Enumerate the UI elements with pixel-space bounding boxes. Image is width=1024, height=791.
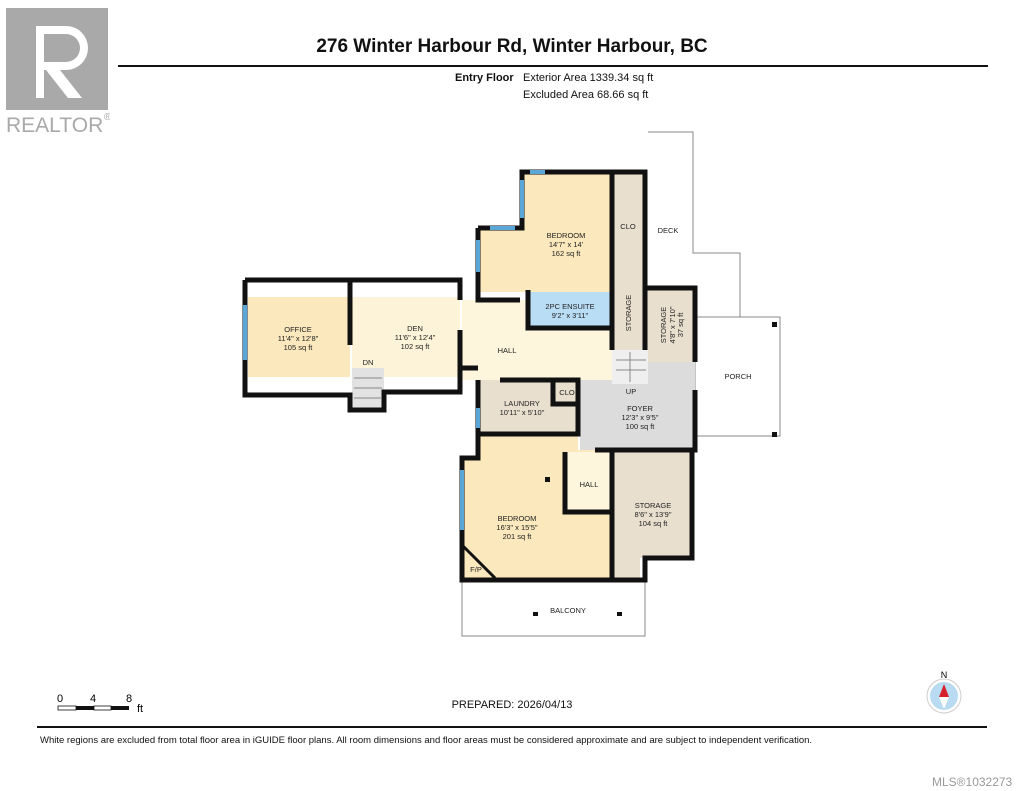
clo-small-label: CLO <box>559 388 575 397</box>
office-label: OFFICE <box>284 325 312 334</box>
storage-small-room <box>645 288 695 362</box>
fireplace-label: F/P <box>470 565 482 574</box>
deck-outline <box>648 131 741 317</box>
stair-treads <box>354 352 646 399</box>
storage-bottom-label: STORAGE <box>635 501 672 510</box>
disclaimer: White regions are excluded from total fl… <box>40 735 813 746</box>
foyer-room <box>580 362 695 450</box>
registered-mark: ® <box>104 112 110 123</box>
den-room <box>352 297 460 377</box>
excluded-area: Excluded Area 68.66 sq ft <box>523 89 649 101</box>
bedroom-bottom-area: 201 sq ft <box>503 532 533 541</box>
storage-small-area: 37 sq ft <box>676 312 685 338</box>
laundry-label: LAUNDRY <box>504 399 540 408</box>
exterior-area: Exterior Area 1339.34 sq ft <box>523 72 654 84</box>
page-title: 276 Winter Harbour Rd, Winter Harbour, B… <box>316 36 708 57</box>
header-divider <box>118 65 988 67</box>
scale-tick-8: 8 <box>126 693 132 705</box>
walls <box>242 169 698 583</box>
realtor-logo: REALTOR ® <box>6 8 112 141</box>
den-dims: 11'6" x 12'4" <box>395 333 436 342</box>
bedroom-top-dims: 14'7" x 14' <box>549 240 584 249</box>
balcony-label: BALCONY <box>550 606 586 615</box>
storage-bottom-area: 104 sq ft <box>639 519 669 528</box>
foyer-label: FOYER <box>627 404 653 413</box>
ensuite-label: 2PC ENSUITE <box>545 302 594 311</box>
office-area: 105 sq ft <box>284 343 314 352</box>
office-room <box>248 297 350 377</box>
mls-number: MLS®1032273 <box>932 775 1013 789</box>
storage-tall-label: STORAGE <box>624 295 633 332</box>
bedroom-top-label: BEDROOM <box>547 231 586 240</box>
foyer-dims: 12'3" x 9'5" <box>622 413 659 422</box>
deck-label: DECK <box>658 226 679 235</box>
prepared-date: PREPARED: 2026/04/13 <box>451 699 573 711</box>
bedroom-bottom-label: BEDROOM <box>498 514 537 523</box>
bedroom-top-room <box>480 172 612 292</box>
porch-label: PORCH <box>724 372 751 381</box>
porch-outline <box>694 316 781 437</box>
foyer-area: 100 sq ft <box>626 422 656 431</box>
hall-top-label: HALL <box>498 346 517 355</box>
scale-unit: ft <box>137 703 143 715</box>
laundry-dims: 10'11" x 5'10" <box>500 408 545 417</box>
office-dims: 11'4" x 12'8" <box>278 334 319 343</box>
windows <box>243 170 545 530</box>
floor-name: Entry Floor <box>455 72 514 84</box>
scale-bar: 0 4 8 ft <box>57 693 143 715</box>
storage-tall-room <box>612 172 645 350</box>
ensuite-room <box>528 292 612 328</box>
storage-small-label: STORAGE <box>659 307 668 344</box>
compass-north-label: N <box>941 670 948 680</box>
scale-tick-4: 4 <box>90 693 96 705</box>
realtor-wordmark: REALTOR <box>6 114 103 136</box>
den-label: DEN <box>407 324 423 333</box>
hall-top-room <box>462 300 612 380</box>
storage-bottom-dims: 8'6" x 13'9" <box>635 510 672 519</box>
den-area: 102 sq ft <box>401 342 431 351</box>
stairs-down-label: DN <box>363 358 374 367</box>
stairs-up-label: UP <box>626 387 636 396</box>
storage-small-dims: 4'8" x 7'10" <box>668 306 677 343</box>
balcony-outline <box>461 579 646 637</box>
hall-bottom-room <box>565 452 612 512</box>
footer-divider <box>37 726 987 728</box>
clo-top-label: CLO <box>620 222 636 231</box>
hall-bottom-label: HALL <box>580 480 599 489</box>
bedroom-bottom-dims: 16'3" x 15'5" <box>496 523 537 532</box>
storage-bottom-room <box>612 450 692 578</box>
compass-icon: N <box>926 670 962 714</box>
scale-tick-0: 0 <box>57 693 63 705</box>
bedroom-top-area: 162 sq ft <box>552 249 582 258</box>
ensuite-dims: 9'2" x 3'11" <box>552 311 589 320</box>
